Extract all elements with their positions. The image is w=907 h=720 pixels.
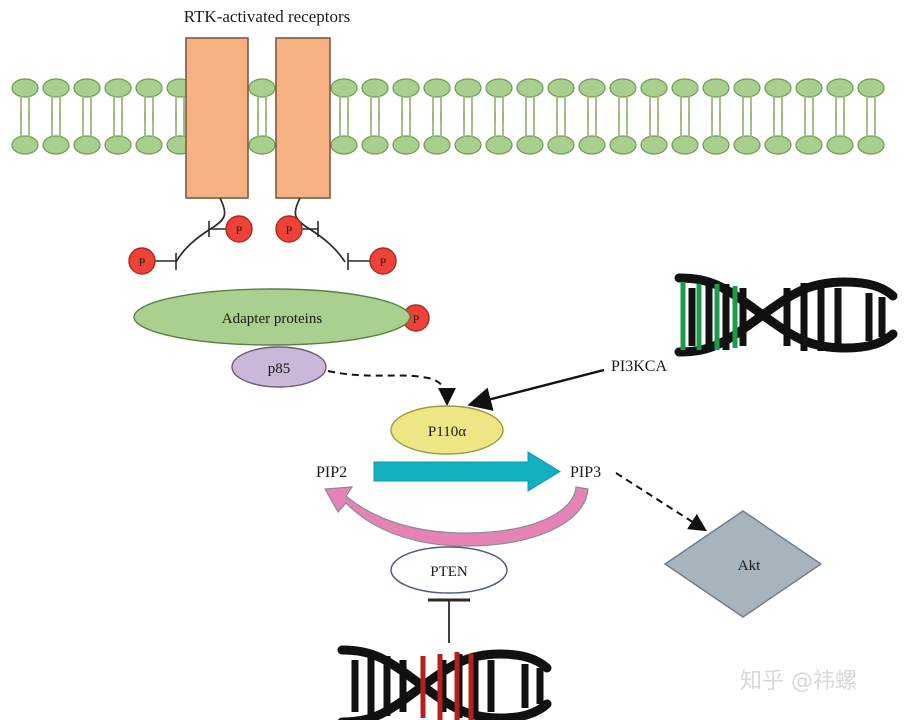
- lipid-upper: [73, 78, 101, 122]
- phosphate-group: P P P P P: [128, 215, 430, 332]
- lipid-lower: [423, 111, 451, 155]
- lipid-upper: [361, 78, 389, 122]
- lipid-upper: [702, 78, 730, 122]
- lipid-lower: [795, 111, 823, 155]
- lipid-lower: [826, 111, 854, 155]
- lipid-lower: [73, 111, 101, 155]
- phosphate-label: P: [413, 312, 420, 326]
- node-akt[interactable]: Akt: [663, 510, 823, 618]
- lipid-upper: [640, 78, 668, 122]
- lipid-upper: [578, 78, 606, 122]
- lipid-lower: [516, 111, 544, 155]
- pip2-label: PIP2: [316, 464, 347, 481]
- phosphate-label: P: [139, 255, 146, 269]
- node-adapter-proteins[interactable]: Adapter proteins: [133, 288, 411, 346]
- dna-helix-bottom: [337, 645, 552, 720]
- lipid-lower: [454, 111, 482, 155]
- node-p85[interactable]: p85: [231, 346, 327, 388]
- pip3-label: PIP3: [570, 464, 601, 481]
- receptor-tails: [175, 197, 346, 263]
- rtk-receptor-left[interactable]: [185, 37, 249, 199]
- tail-right: [294, 197, 346, 263]
- lipid-lower: [104, 111, 132, 155]
- rtk-receptor-right[interactable]: [275, 37, 331, 199]
- lipid-upper: [516, 78, 544, 122]
- membrane-lower-leaflet: [11, 111, 885, 155]
- lipid-upper: [733, 78, 761, 122]
- pten-label: PTEN: [430, 564, 468, 580]
- phosphate-label: P: [236, 223, 243, 237]
- page-title: RTK-activated receptors: [184, 7, 351, 26]
- lipid-upper: [857, 78, 885, 122]
- lipid-lower: [640, 111, 668, 155]
- node-pten[interactable]: PTEN: [390, 546, 508, 594]
- lipid-upper: [454, 78, 482, 122]
- arrow-pip2-to-pip3: [373, 451, 561, 492]
- lipid-upper: [609, 78, 637, 122]
- dna-helix-top: [674, 273, 898, 357]
- akt-label: Akt: [738, 558, 761, 574]
- phosphate-connectors: [155, 221, 371, 270]
- node-p110-alpha[interactable]: P110α: [390, 405, 504, 455]
- dna-top-green-highlight: [680, 282, 738, 350]
- phosphate-badge[interactable]: P: [128, 247, 156, 275]
- lipid-lower: [392, 111, 420, 155]
- lipid-upper: [485, 78, 513, 122]
- plasma-membrane: [11, 78, 885, 155]
- membrane-upper-leaflet: [11, 78, 885, 122]
- arrow-p85-to-p110a: [327, 370, 456, 406]
- lipid-lower: [857, 111, 885, 155]
- lipid-lower: [547, 111, 575, 155]
- lipid-upper: [826, 78, 854, 122]
- watermark: 知乎 @祎螺: [740, 669, 857, 694]
- phosphate-badge[interactable]: P: [369, 247, 397, 275]
- arrow-pi3kca-to-p110a: [467, 368, 605, 411]
- lipid-upper: [764, 78, 792, 122]
- lipid-upper: [248, 78, 276, 122]
- lipid-upper: [392, 78, 420, 122]
- lipid-lower: [733, 111, 761, 155]
- lipid-lower: [609, 111, 637, 155]
- dna-bottom-red-highlight: [420, 652, 474, 720]
- tail-left: [175, 197, 226, 263]
- lipid-upper: [547, 78, 575, 122]
- lipid-upper: [11, 78, 39, 122]
- pi3kca-label: PI3KCA: [611, 358, 667, 375]
- arrow-pip3-to-akt: [615, 472, 708, 532]
- lipid-upper: [330, 78, 358, 122]
- lipid-lower: [11, 111, 39, 155]
- lipid-upper: [42, 78, 70, 122]
- lipid-lower: [578, 111, 606, 155]
- lipid-lower: [135, 111, 163, 155]
- phosphate-badge[interactable]: P: [225, 215, 253, 243]
- lipid-upper: [795, 78, 823, 122]
- inhibition-pten-to-dna: [428, 598, 470, 643]
- lipid-lower: [361, 111, 389, 155]
- lipid-upper: [135, 78, 163, 122]
- lipid-upper: [104, 78, 132, 122]
- adapter-proteins-label: Adapter proteins: [222, 311, 323, 327]
- p85-label: p85: [268, 361, 291, 377]
- lipid-upper: [423, 78, 451, 122]
- lipid-lower: [702, 111, 730, 155]
- lipid-upper: [671, 78, 699, 122]
- lipid-lower: [248, 111, 276, 155]
- dna-bottom-strands: [337, 645, 552, 720]
- lipid-lower: [485, 111, 513, 155]
- phosphate-label: P: [286, 223, 293, 237]
- p110-alpha-label: P110α: [428, 424, 466, 440]
- lipid-lower: [764, 111, 792, 155]
- phosphate-badge[interactable]: P: [275, 215, 303, 243]
- lipid-lower: [671, 111, 699, 155]
- lipid-lower: [330, 111, 358, 155]
- arrow-pip3-to-pip2: [324, 486, 589, 547]
- lipid-lower: [42, 111, 70, 155]
- phosphate-label: P: [380, 255, 387, 269]
